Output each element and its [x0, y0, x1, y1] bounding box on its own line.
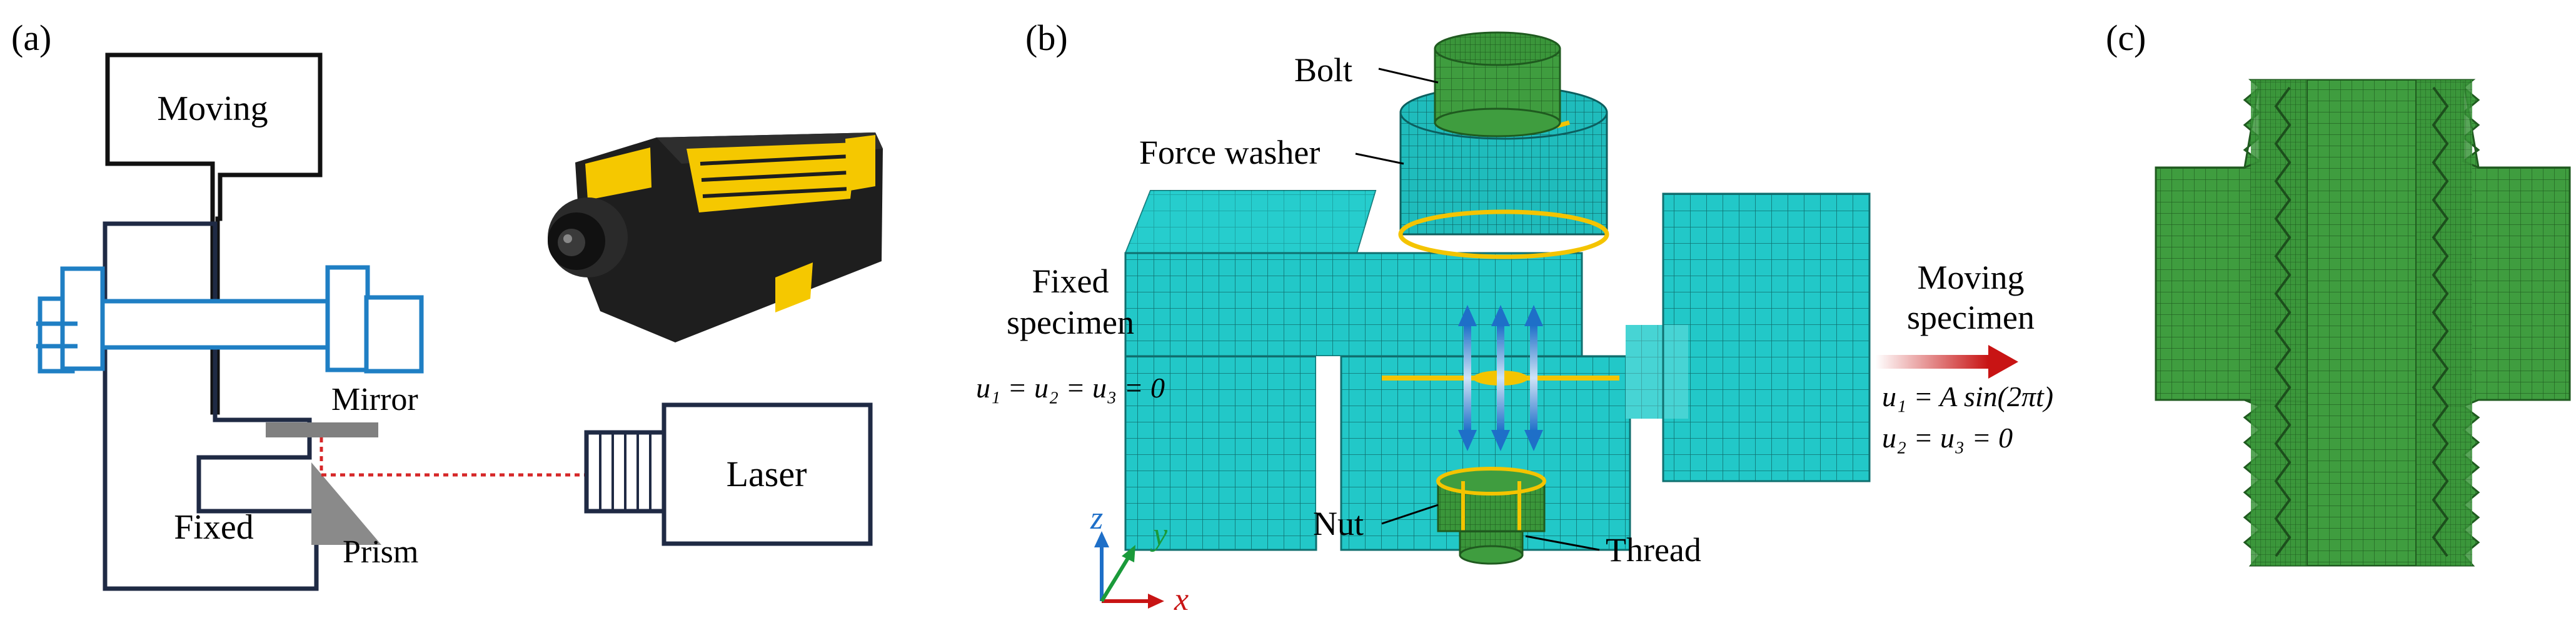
- panel-b: (b): [976, 17, 2053, 617]
- mirror: [266, 422, 378, 437]
- preload-arrow-right: [1524, 305, 1543, 451]
- preload-arrow-center: [1491, 305, 1510, 451]
- prism-label: Prism: [343, 534, 418, 570]
- nut-mesh: [1436, 467, 1546, 565]
- fixed-specimen-outline: [103, 221, 319, 591]
- fixed-specimen-label-line2: specimen: [1007, 304, 1134, 341]
- laser-beam: [319, 437, 586, 477]
- moving-label: Moving: [157, 89, 268, 128]
- axis-x-label: x: [1174, 582, 1189, 617]
- moving-specimen-label-line1: Moving: [1917, 259, 2024, 296]
- preload-arrows: [1458, 305, 1543, 451]
- axis-z-label: z: [1090, 501, 1103, 536]
- thread-label: Thread: [1606, 531, 1701, 569]
- fixed-block-mesh: [1124, 190, 1631, 551]
- fixed-boundary-condition: u₁ = u₂ = u₃ = 0: [976, 372, 1165, 404]
- panel-c: (c): [2106, 17, 2571, 567]
- bolt-label: Bolt: [1294, 51, 1352, 89]
- moving-block-mesh: [1626, 192, 1871, 482]
- axis-y-label: y: [1150, 517, 1168, 552]
- mirror-label: Mirror: [331, 382, 418, 417]
- panel-b-tag: (b): [1025, 17, 1068, 58]
- fixed-specimen-label-line1: Fixed: [1032, 262, 1109, 300]
- laser-device: Laser: [584, 402, 873, 546]
- fixed-label: Fixed: [174, 508, 254, 547]
- coordinate-axes: z y x: [1090, 501, 1189, 617]
- thread-section-mesh: [2155, 79, 2571, 567]
- nut-label: Nut: [1313, 505, 1364, 542]
- panel-c-tag: (c): [2106, 17, 2146, 58]
- panel-a: (a) Moving Fixed Mirror Prism: [11, 17, 883, 591]
- prism: [311, 462, 381, 545]
- preload-arrow-left: [1458, 305, 1477, 451]
- bolt-schematic: [36, 265, 424, 374]
- moving-direction-arrow-head: [1988, 345, 2018, 379]
- laser-sensor-photo: [548, 132, 883, 342]
- moving-boundary-condition-line2: u₂ = u₃ = 0: [1882, 422, 2013, 454]
- force-washer-label: Force washer: [1139, 134, 1320, 171]
- moving-specimen-label-line2: specimen: [1907, 299, 2035, 336]
- moving-direction-arrow-shaft: [1876, 355, 1988, 369]
- bolt-head-mesh: [1434, 31, 1561, 137]
- laser-label: Laser: [727, 454, 807, 494]
- panel-a-tag: (a): [11, 17, 51, 58]
- moving-boundary-condition-line1: u₁ = A sin(2πt): [1882, 381, 2053, 412]
